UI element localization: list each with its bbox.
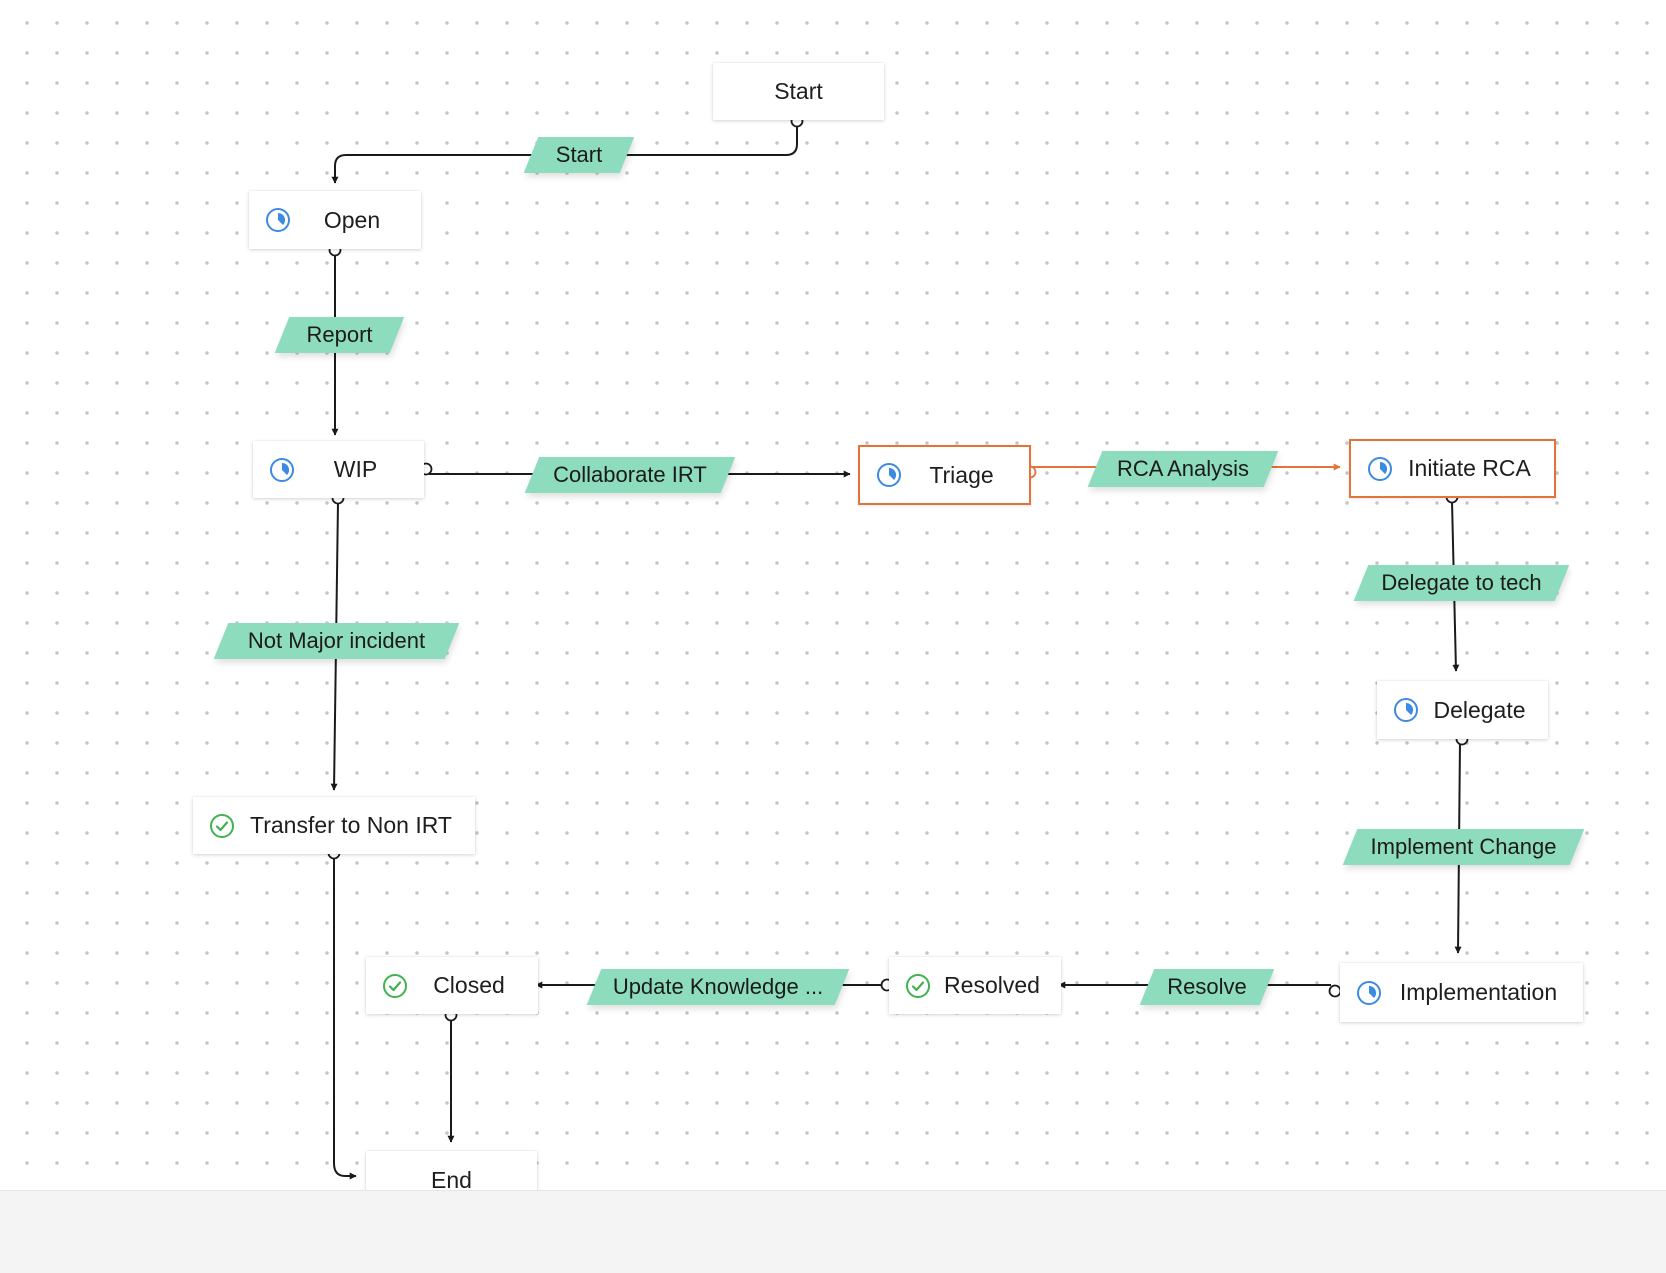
in-progress-icon bbox=[265, 207, 291, 233]
transition-label: Report bbox=[306, 322, 373, 347]
node-label: Open bbox=[323, 206, 381, 233]
node-delegate[interactable]: Delegate bbox=[1377, 681, 1548, 739]
in-progress-icon bbox=[1367, 456, 1393, 482]
node-wip[interactable]: WIP bbox=[253, 441, 424, 498]
transition-resolve[interactable]: Resolve bbox=[1139, 969, 1275, 1005]
node-triage[interactable]: Triage bbox=[858, 445, 1031, 505]
transition-label: Not Major incident bbox=[247, 628, 426, 653]
node-implementation[interactable]: Implementation bbox=[1340, 963, 1583, 1022]
check-circle-icon bbox=[209, 813, 235, 839]
connection-ports bbox=[327, 114, 1469, 1022]
transition-update-knowledge[interactable]: Update Knowledge ... bbox=[586, 969, 850, 1005]
edge-transfer-end[interactable] bbox=[333, 857, 357, 1180]
transition-rca-analysis[interactable]: RCA Analysis bbox=[1087, 451, 1279, 487]
canvas-bottom-bar bbox=[0, 1190, 1666, 1273]
transition-label: Delegate to tech bbox=[1381, 570, 1542, 595]
node-label: WIP bbox=[333, 456, 378, 482]
transition-not-major-incident[interactable]: Not Major incident bbox=[213, 623, 460, 659]
node-label: Start bbox=[774, 78, 823, 104]
transition-label: Update Knowledge ... bbox=[612, 974, 824, 999]
check-circle-icon bbox=[905, 973, 931, 999]
in-progress-icon bbox=[1393, 697, 1419, 723]
transition-label: Collaborate IRT bbox=[553, 462, 707, 487]
node-label: Triage bbox=[929, 461, 994, 488]
node-start[interactable]: Start bbox=[713, 63, 884, 120]
node-label: Closed bbox=[433, 972, 505, 998]
transition-implement-change[interactable]: Implement Change bbox=[1342, 829, 1585, 865]
node-closed[interactable]: Closed bbox=[366, 957, 538, 1014]
in-progress-icon bbox=[876, 462, 902, 488]
node-label: Delegate bbox=[1433, 696, 1526, 723]
in-progress-icon bbox=[269, 457, 295, 483]
transition-label: Resolve bbox=[1167, 974, 1247, 999]
transition-label: Implement Change bbox=[1370, 834, 1557, 859]
port-implementation-left[interactable] bbox=[1328, 984, 1342, 998]
node-label: Transfer to Non IRT bbox=[250, 812, 452, 838]
node-label: Implementation bbox=[1399, 979, 1558, 1005]
transition-delegate-to-tech[interactable]: Delegate to tech bbox=[1353, 565, 1570, 601]
in-progress-icon bbox=[1356, 980, 1382, 1006]
transition-label: Start bbox=[555, 142, 603, 167]
node-resolved[interactable]: Resolved bbox=[889, 957, 1061, 1014]
node-label: Initiate RCA bbox=[1408, 455, 1531, 481]
transition-report[interactable]: Report bbox=[274, 317, 405, 353]
transition-label: RCA Analysis bbox=[1116, 456, 1250, 481]
node-label: Resolved bbox=[944, 972, 1040, 998]
check-circle-icon bbox=[382, 973, 408, 999]
transition-start[interactable]: Start bbox=[523, 137, 635, 173]
node-label: End bbox=[431, 1166, 472, 1193]
node-initiate-rca[interactable]: Initiate RCA bbox=[1349, 439, 1556, 498]
node-open[interactable]: Open bbox=[249, 191, 421, 249]
node-transfer-to-non-irt[interactable]: Transfer to Non IRT bbox=[193, 797, 475, 854]
transition-collaborate-irt[interactable]: Collaborate IRT bbox=[524, 457, 736, 493]
